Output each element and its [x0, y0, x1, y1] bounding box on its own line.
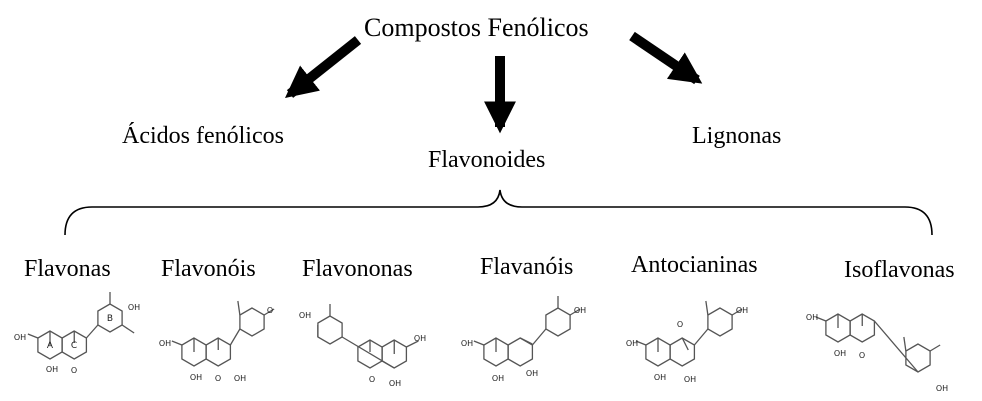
- ring-label-b: B: [107, 314, 113, 324]
- hydroxyl-label: OH: [526, 369, 538, 378]
- oxygen-label: O: [71, 366, 77, 375]
- hydroxyl-label: OH: [299, 311, 311, 320]
- bond: [681, 337, 689, 351]
- bond: [237, 300, 241, 316]
- structure-antocianinas: OH OH OH OH O: [626, 300, 748, 384]
- hydroxyl-label: OH: [936, 384, 948, 393]
- bond: [85, 324, 99, 339]
- hydroxyl-label: OH: [414, 334, 426, 343]
- class-flavanois: Flavanóis: [480, 254, 574, 280]
- bond: [519, 337, 533, 345]
- hydroxyl-label: OH: [684, 375, 696, 384]
- hydroxyl-label: OH: [626, 339, 638, 348]
- ring: [545, 307, 571, 337]
- bond: [263, 308, 275, 316]
- hydroxyl-label: OH: [461, 339, 473, 348]
- ring: [317, 315, 343, 345]
- class-flavonois: Flavonóis: [161, 256, 256, 282]
- hydroxyl-label: OH: [190, 373, 202, 382]
- oxygen-label: O: [369, 375, 375, 384]
- hydroxyl-label: OH: [234, 374, 246, 383]
- bond: [569, 308, 581, 316]
- oxygen-label: O: [859, 351, 865, 360]
- arrow-to-lignonas: [629, 31, 703, 85]
- ring-label-a: A: [47, 341, 54, 351]
- bond: [473, 340, 485, 346]
- bond: [121, 324, 135, 334]
- bond: [873, 320, 919, 373]
- ring: [905, 343, 931, 373]
- arrow-to-acidos: [284, 36, 362, 98]
- oxygen-label: O: [215, 374, 221, 383]
- hydroxyl-label: OH: [128, 303, 140, 312]
- flavonoid-brace: [64, 189, 933, 236]
- ring: [707, 307, 733, 337]
- oxonium-label: O: [677, 320, 683, 329]
- bond: [406, 340, 419, 348]
- branch-flavonoides: Flavonoides: [428, 147, 546, 173]
- bond: [341, 336, 395, 369]
- bond: [27, 333, 39, 339]
- bond: [229, 328, 241, 346]
- hydroxyl-label: OH: [492, 374, 504, 383]
- structure-isoflavonas: OH OH O OH: [806, 313, 948, 393]
- bond: [903, 336, 907, 352]
- structure-flavononas: OH O OH OH: [299, 304, 426, 388]
- ring-label-c: C: [71, 341, 77, 351]
- class-flavonas: Flavonas: [24, 256, 111, 282]
- root-label: Compostos Fenólicos: [364, 13, 589, 42]
- bond: [171, 340, 183, 346]
- hydroxyl-label: OH: [159, 339, 171, 348]
- hydroxyl-label: OH: [14, 333, 26, 342]
- hydroxyl-label: OH: [46, 365, 58, 374]
- hydroxyl-label: OH: [834, 349, 846, 358]
- hydroxyl-label: OH: [806, 313, 818, 322]
- hydroxyl-label: OH: [574, 306, 586, 315]
- branch-lignonas: Lignonas: [692, 123, 782, 149]
- bond: [635, 340, 647, 346]
- bond: [693, 328, 709, 346]
- hydroxyl-label: OH: [736, 306, 748, 315]
- class-isoflavonas: Isoflavonas: [844, 257, 955, 283]
- structure-flavanois: OH OH OH OH: [461, 296, 586, 383]
- ring: [669, 337, 696, 367]
- bond: [815, 316, 827, 322]
- oxygen-label: O: [267, 306, 273, 315]
- ring: [239, 307, 265, 337]
- hydroxyl-label: OH: [389, 379, 401, 388]
- class-flavononas: Flavononas: [302, 256, 413, 282]
- bond: [929, 344, 941, 352]
- branch-acidos-fenolicos: Ácidos fenólicos: [122, 123, 284, 149]
- class-antocianinas: Antocianinas: [631, 252, 758, 278]
- ring: [97, 303, 123, 333]
- bond: [731, 308, 743, 316]
- bond: [531, 328, 547, 346]
- structure-flavonois: OH OH O OH O: [159, 300, 275, 383]
- hydroxyl-label: OH: [654, 373, 666, 382]
- structure-flavonas: OH OH O OH A C B: [14, 292, 140, 375]
- bond: [705, 300, 709, 316]
